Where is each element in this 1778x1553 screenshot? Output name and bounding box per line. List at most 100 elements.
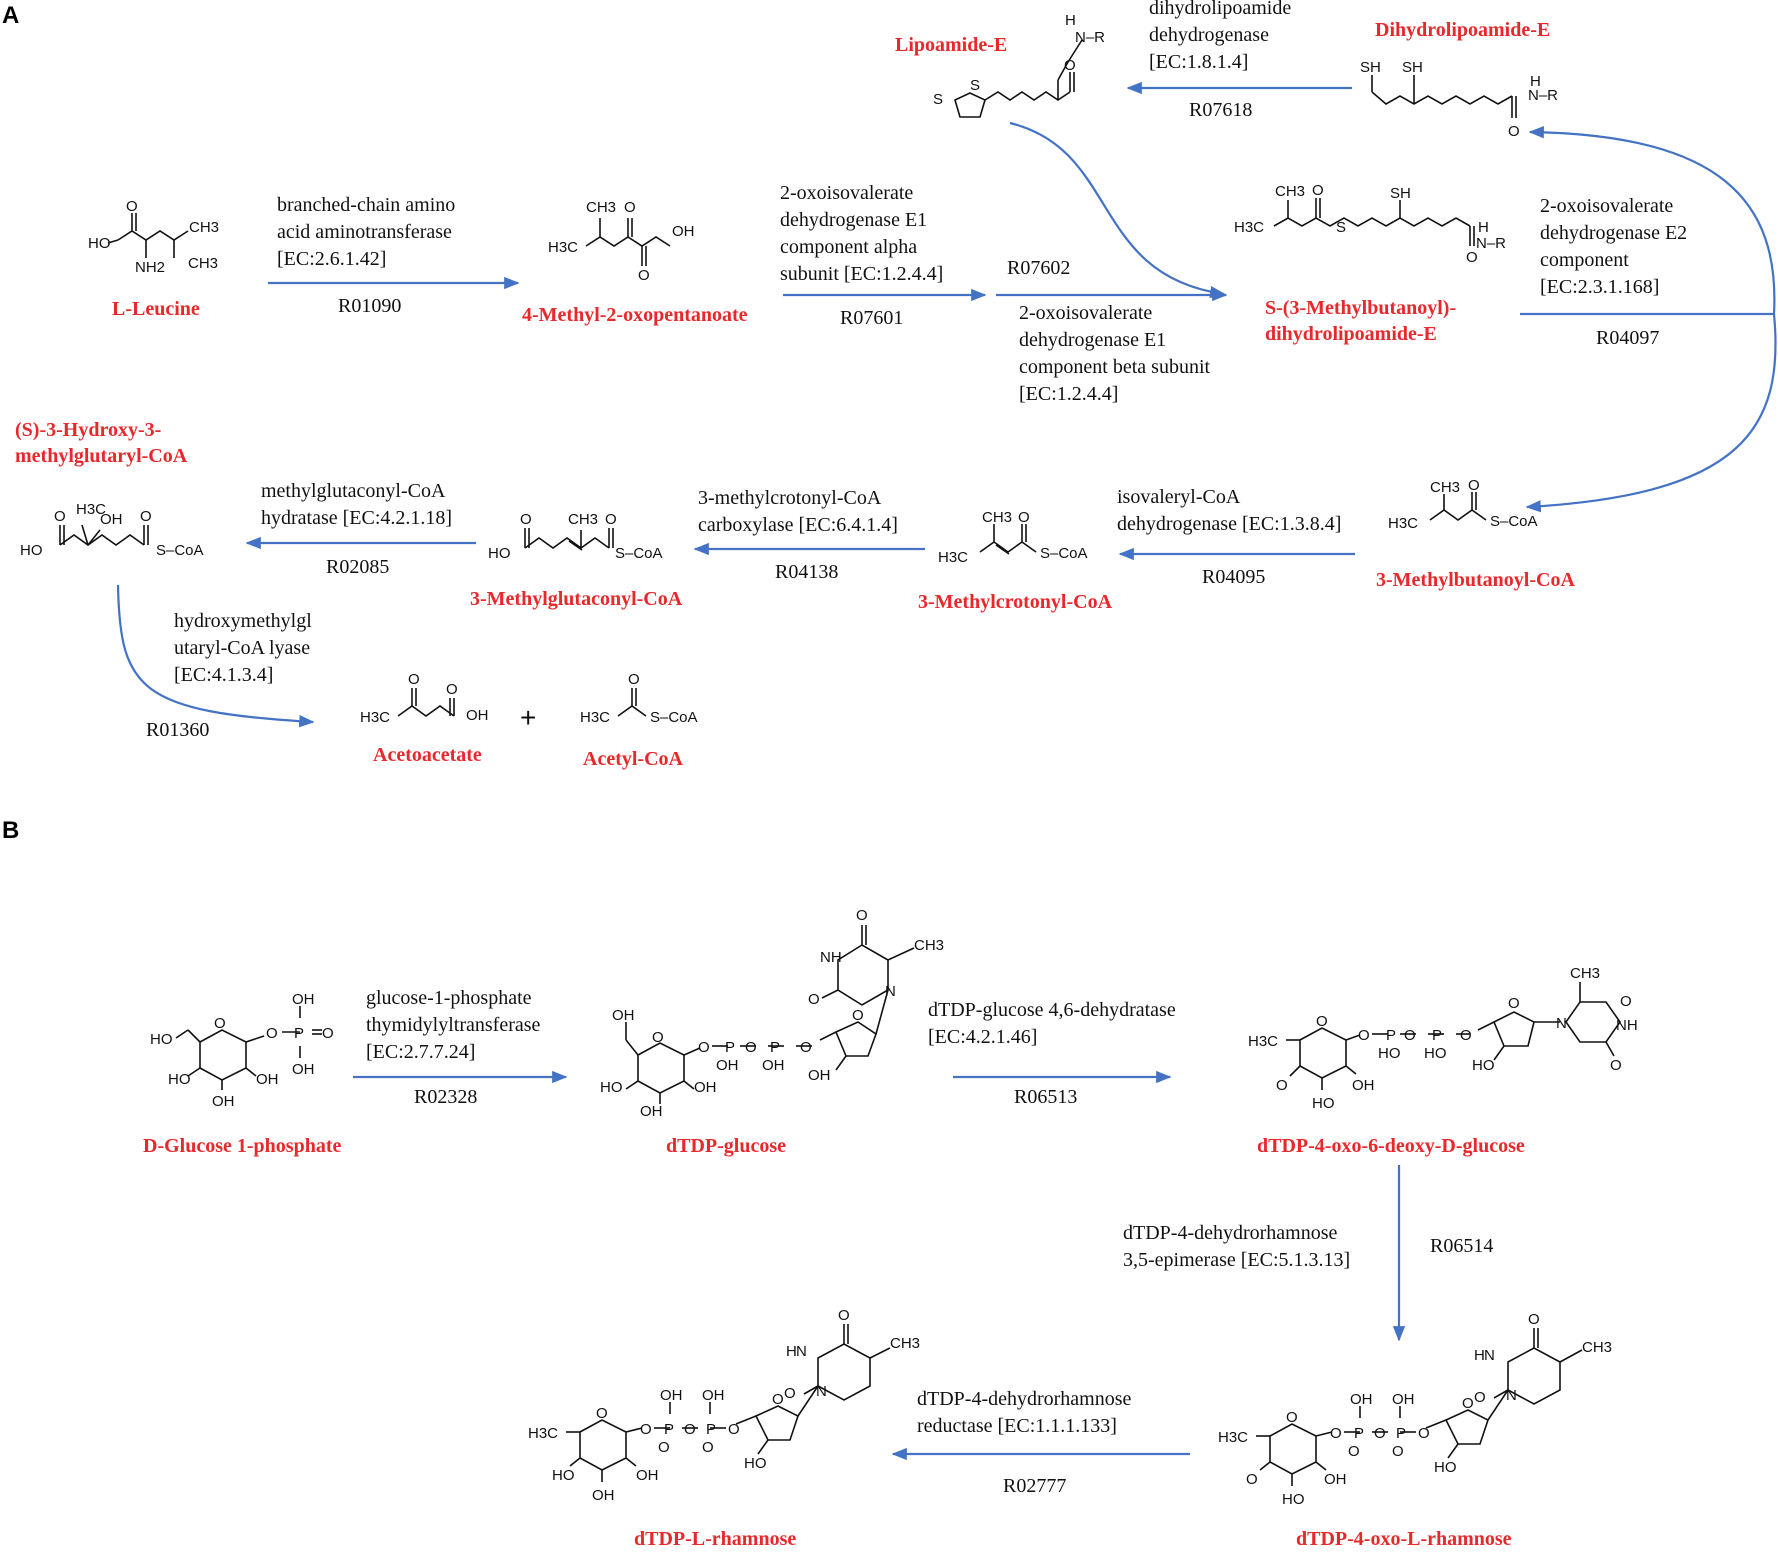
svg-text:HO: HO <box>150 1031 173 1048</box>
svg-text:H3C: H3C <box>1388 515 1418 532</box>
enzyme-line: component beta subunit <box>1019 356 1211 378</box>
svg-text:H3C: H3C <box>548 239 578 256</box>
svg-text:NH: NH <box>820 949 842 966</box>
arrow-r01360 <box>116 584 315 728</box>
svg-text:OH: OH <box>466 707 489 724</box>
enzyme-rmld: dTDP-4-dehydrorhamnose reductase [EC:1.1… <box>917 1386 1131 1440</box>
enzyme-ivd: isovaleryl-CoA dehydrogenase [EC:1.3.8.4… <box>1117 484 1341 538</box>
structure-dtdp-glucose: OH O O P O P O OH OH O OH N O NH O CH3 H… <box>600 907 944 1120</box>
svg-text:HO: HO <box>1424 1045 1447 1062</box>
enzyme-line: 3-methylcrotonyl-CoA <box>698 487 882 509</box>
svg-text:SH: SH <box>1402 59 1423 76</box>
svg-text:N: N <box>816 1383 827 1400</box>
svg-text:O: O <box>1276 1077 1288 1094</box>
svg-text:O: O <box>1462 1395 1474 1412</box>
svg-text:S: S <box>933 91 943 108</box>
svg-text:S–CoA: S–CoA <box>1040 545 1088 562</box>
svg-text:OH: OH <box>716 1057 739 1074</box>
svg-text:O: O <box>628 671 640 688</box>
compound-dtdp-l-rhamnose: dTDP-L-rhamnose <box>634 1528 797 1550</box>
svg-text:O: O <box>1508 123 1520 140</box>
svg-text:O: O <box>808 991 820 1008</box>
structure-dihydrolipoamide: SH SH H N–R O <box>1360 59 1558 140</box>
svg-text:HO: HO <box>168 1071 191 1088</box>
enzyme-line: dihydrolipoamide <box>1149 0 1292 19</box>
svg-text:O: O <box>1474 1389 1486 1406</box>
svg-text:O: O <box>596 1405 608 1422</box>
svg-text:O: O <box>800 1039 812 1056</box>
enzyme-line: thymidylyltransferase <box>366 1014 541 1036</box>
svg-text:N: N <box>1484 1347 1495 1364</box>
svg-text:O: O <box>1246 1471 1258 1488</box>
enzyme-line: glucose-1-phosphate <box>366 987 532 1009</box>
reaction-id-r04095: R04095 <box>1202 566 1266 588</box>
svg-text:H3C: H3C <box>938 549 968 566</box>
enzyme-line: 2-oxoisovalerate <box>1019 302 1153 324</box>
svg-text:O: O <box>772 1391 784 1408</box>
svg-text:HO: HO <box>1434 1459 1457 1476</box>
arrow-lipoamide-to-acyl <box>1009 121 1226 299</box>
svg-text:OH: OH <box>256 1071 279 1088</box>
svg-text:CH3: CH3 <box>586 199 616 216</box>
svg-text:O: O <box>638 267 650 284</box>
svg-text:OH: OH <box>640 1103 663 1120</box>
enzyme-line: [EC:1.8.1.4] <box>1149 51 1249 73</box>
svg-text:H3C: H3C <box>76 501 106 518</box>
svg-text:HO: HO <box>488 545 511 562</box>
enzyme-line: dehydrogenase <box>1149 24 1269 46</box>
svg-text:H3C: H3C <box>1234 219 1264 236</box>
svg-text:O: O <box>1018 509 1030 526</box>
svg-text:P: P <box>1432 1027 1442 1044</box>
svg-text:H: H <box>1530 73 1541 90</box>
compound-hmg-coa-line1: (S)-3-Hydroxy-3- <box>15 419 162 441</box>
svg-text:O: O <box>1286 1409 1298 1426</box>
enzyme-mgh: methylglutaconyl-CoA hydratase [EC:4.2.1… <box>261 478 452 532</box>
svg-text:O: O <box>1528 1311 1540 1328</box>
svg-text:O: O <box>1392 1443 1404 1460</box>
enzyme-rmlc: dTDP-4-dehydrorhamnose 3,5-epimerase [EC… <box>1123 1220 1350 1274</box>
svg-text:OH: OH <box>808 1067 831 1084</box>
structure-hmg-coa: O HO H3C OH O S–CoA <box>20 501 204 559</box>
enzyme-line: 2-oxoisovalerate <box>1540 195 1674 217</box>
enzyme-bcat: branched-chain amino acid aminotransfera… <box>277 192 455 273</box>
svg-text:NH: NH <box>1616 1017 1638 1034</box>
svg-text:O: O <box>1508 995 1520 1012</box>
svg-text:P: P <box>1396 1425 1406 1442</box>
svg-text:O: O <box>1330 1425 1342 1442</box>
structure-4-methyl-2-oxopentanoate: CH3 H3C O OH O <box>548 199 695 284</box>
svg-text:P: P <box>706 1421 716 1438</box>
svg-text:HO: HO <box>20 542 43 559</box>
svg-text:CH3: CH3 <box>914 937 944 954</box>
structure-l-leucine: O HO NH2 CH3 CH3 <box>88 198 219 276</box>
svg-text:H3C: H3C <box>528 1425 558 1442</box>
svg-text:HO: HO <box>1282 1491 1305 1508</box>
structure-dtdp-4-oxo-l-rhamnose: H3C O O P O P O OH OH O O O N HO O H N O… <box>1218 1311 1612 1508</box>
svg-text:OH: OH <box>612 1007 635 1024</box>
enzyme-line: dehydrogenase E1 <box>1019 329 1167 351</box>
svg-text:OH: OH <box>672 223 695 240</box>
svg-text:P: P <box>664 1421 674 1438</box>
svg-text:HO: HO <box>744 1455 767 1472</box>
svg-text:H3C: H3C <box>360 709 390 726</box>
svg-text:OH: OH <box>212 1093 235 1110</box>
svg-text:OH: OH <box>1352 1077 1375 1094</box>
svg-text:S: S <box>1336 219 1346 236</box>
svg-text:OH: OH <box>1350 1391 1373 1408</box>
svg-text:S–CoA: S–CoA <box>615 545 663 562</box>
enzyme-line: methylglutaconyl-CoA <box>261 480 446 502</box>
structure-acetoacetate: H3C O O OH <box>360 671 489 726</box>
compound-s-methylbutanoyl-dihydrolipoamide-line1: S-(3-Methylbutanoyl)- <box>1265 297 1457 319</box>
svg-text:O: O <box>1064 57 1076 74</box>
svg-text:CH3: CH3 <box>1582 1339 1612 1356</box>
structure-3-methylcrotonyl-coa: CH3 H3C O S–CoA <box>938 509 1088 566</box>
enzyme-dld: dihydrolipoamide dehydrogenase [EC:1.8.1… <box>1149 0 1291 76</box>
svg-text:N–R: N–R <box>1476 235 1506 252</box>
structure-d-glucose-1-phosphate: O HO O P OH O OH HO OH OH <box>150 991 334 1110</box>
enzyme-line: acid aminotransferase <box>277 221 452 243</box>
panel-label-a: A <box>2 2 20 29</box>
plus-sign: + <box>520 702 537 733</box>
enzyme-line: dehydrogenase [EC:1.3.8.4] <box>1117 513 1342 535</box>
svg-text:N–R: N–R <box>1528 87 1558 104</box>
svg-text:N: N <box>1556 1015 1567 1032</box>
